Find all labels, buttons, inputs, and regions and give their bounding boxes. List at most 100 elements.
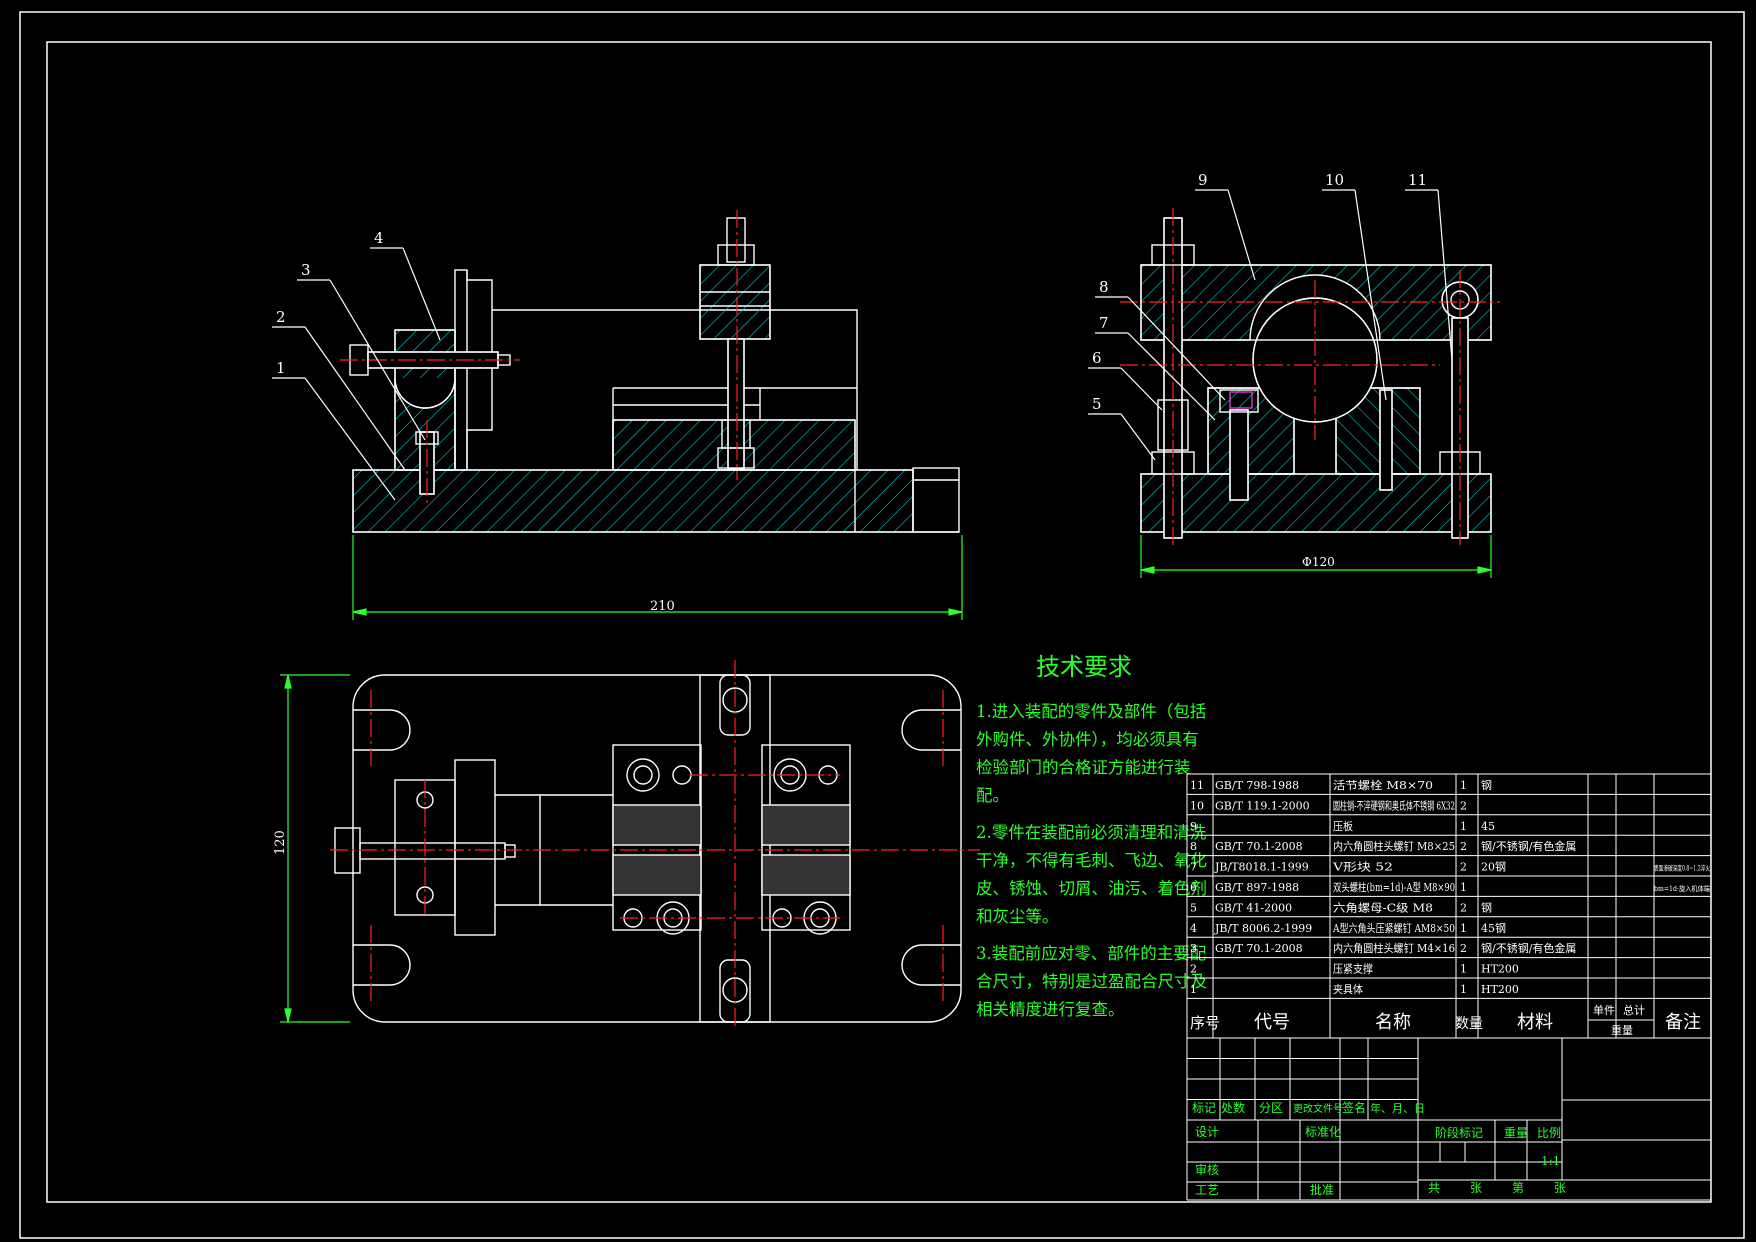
front-view [349, 217, 960, 533]
tech-req-line: 1.进入装配的零件及部件（包括 [976, 702, 1206, 721]
bom-cell-note: bm=1d-旋入机体端 [1654, 884, 1710, 893]
bom-header-mat: 材料 [1517, 1012, 1553, 1033]
tb-design: 设计 [1195, 1125, 1219, 1139]
tb-scale-value: 1:1 [1541, 1154, 1560, 1168]
bom-cell-no: 3 [1190, 942, 1197, 955]
bom-header-code: 代号 [1254, 1012, 1290, 1033]
bom-cell-name: 双头螺柱(bm=1d)-A型 M8×90 [1333, 880, 1455, 894]
bom-cell-qty: 2 [1460, 901, 1467, 914]
bom-cell-qty: 2 [1460, 799, 1467, 812]
bom-cell-mat: HT200 [1481, 983, 1519, 996]
bom-cell-mat: 45钢 [1481, 922, 1506, 935]
bom-cell-code: GB/T 70.1-2008 [1215, 840, 1303, 853]
tech-req-line: 3.装配前应对零、部件的主要配 [976, 944, 1206, 963]
bom-header-no: 序号 [1190, 1014, 1220, 1032]
top-centerlines [330, 660, 980, 1030]
bom-cell-qty: 1 [1460, 820, 1467, 833]
bom-cell-mat: 钢 [1481, 779, 1492, 792]
tech-req-line: 皮、锈蚀、切屑、油污、着色剂 [976, 879, 1207, 898]
tb-weight: 重量 [1504, 1126, 1528, 1140]
bom-cell-name: 内六角圆柱头螺钉 M4×16 [1333, 941, 1455, 955]
tb-sheet-unit1: 张 [1470, 1181, 1482, 1195]
tech-req-line: 配。 [976, 786, 1009, 805]
bom-cell-no: 10 [1190, 799, 1204, 812]
bom-cell-no: 6 [1190, 881, 1197, 894]
bom-cell-mat: 钢/不锈钢/有色金属 [1481, 941, 1576, 955]
tb-review: 审核 [1195, 1162, 1219, 1177]
bom-cell-name: 夹具体 [1333, 982, 1363, 996]
front-length-dim: 210 [650, 599, 675, 614]
front-centerlines [340, 210, 738, 505]
inner-frame [46, 41, 1712, 1203]
bom-cell-no: 5 [1190, 901, 1197, 914]
tb-change-doc: 更改文件号 [1293, 1102, 1343, 1115]
tech-req-line: 干净，不得有毛刺、飞边、氧化 [976, 851, 1207, 870]
bom-cell-code: GB/T 119.1-2000 [1215, 799, 1310, 812]
top-dimension [280, 674, 350, 1023]
side-view [1140, 217, 1492, 539]
tech-req-line: 相关精度进行复查。 [976, 1000, 1125, 1019]
tech-req-line: 和灰尘等。 [976, 907, 1059, 926]
bom-cell-name: 圆柱销-不淬硬钢和奥氏体不锈钢 6X32 [1333, 798, 1455, 812]
tb-mark: 标记 [1192, 1101, 1216, 1115]
side-balloons [1088, 189, 1453, 461]
bom-cell-no: 11 [1190, 779, 1204, 792]
bom-cell-no: 8 [1190, 840, 1197, 853]
bom-cell-no: 9 [1190, 820, 1197, 833]
bom-cell-name: V形块 52 [1332, 861, 1393, 874]
bom-cell-no: 4 [1190, 922, 1197, 935]
bom-cell-code: GB/T 70.1-2008 [1215, 942, 1303, 955]
tb-stage: 阶段标记 [1435, 1125, 1483, 1140]
balloon-4: 4 [374, 229, 384, 247]
bom-header-weight: 重量 [1611, 1023, 1633, 1037]
tb-scale: 比例 [1537, 1126, 1561, 1140]
screw-head-mark [1229, 391, 1253, 409]
bom-cell-qty: 1 [1460, 779, 1467, 792]
balloon-8: 8 [1099, 278, 1109, 296]
balloon-3: 3 [301, 261, 311, 279]
balloon-9: 9 [1198, 171, 1208, 189]
title-block: 标记 处数 分区 更改文件号 签名 年、月、日 设计 标准化 审核 工艺 批准 … [1192, 1100, 1566, 1197]
bom-cell-qty: 1 [1460, 983, 1467, 996]
bom-cell-note: 表面渗碳深度0.8~1.2淬火 [1654, 864, 1710, 873]
tb-standard: 标准化 [1305, 1125, 1341, 1139]
bom-cell-mat: 钢/不锈钢/有色金属 [1481, 839, 1576, 853]
balloon-2: 2 [276, 308, 286, 326]
tb-zone: 分区 [1259, 1101, 1283, 1115]
balloon-10: 10 [1325, 171, 1344, 189]
tb-count: 处数 [1221, 1100, 1245, 1115]
bom-header-qty: 数量 [1455, 1016, 1483, 1032]
bom-cell-name: 压板 [1333, 819, 1353, 833]
bom-cell-qty: 1 [1460, 963, 1467, 976]
balloon-5: 5 [1092, 395, 1102, 413]
tech-req-line: 检验部门的合格证方能进行装 [976, 758, 1191, 777]
bom-cell-qty: 2 [1460, 861, 1467, 874]
bom-cell-name: 压紧支撑 [1333, 962, 1373, 976]
bom-cell-mat: 45 [1481, 820, 1495, 833]
outer-frame [19, 11, 1745, 1239]
balloon-1: 1 [276, 359, 286, 377]
bom-cell-code: JB/T8018.1-1999 [1214, 861, 1309, 874]
side-centerlines [1120, 208, 1500, 545]
top-view [334, 674, 962, 1023]
side-dimension [1140, 535, 1492, 578]
bom-cell-code: GB/T 798-1988 [1215, 779, 1299, 792]
tb-sheet-no: 第 [1512, 1181, 1524, 1195]
bom-cell-qty: 2 [1460, 942, 1467, 955]
tb-date: 年、月、日 [1370, 1101, 1425, 1115]
tech-req-line: 2.零件在装配前必须清理和清洗 [976, 823, 1207, 842]
bom-cell-name: 活节螺栓 M8×70 [1333, 778, 1433, 792]
balloon-7: 7 [1099, 314, 1109, 332]
bom-cell-mat: 钢 [1481, 901, 1492, 914]
tb-process: 工艺 [1195, 1183, 1219, 1197]
side-width-dim: Φ120 [1302, 555, 1335, 569]
tech-req-lines: 1.进入装配的零件及部件（包括 外购件、外协件），均必须具有 检验部门的合格证方… [976, 702, 1207, 1019]
tech-req-title: 技术要求 [1036, 653, 1132, 681]
tb-sheet-unit2: 张 [1554, 1181, 1566, 1195]
bom-cell-qty: 1 [1460, 922, 1467, 935]
bom-cell-mat: HT200 [1481, 963, 1519, 976]
bom-header-unit: 单件 [1593, 1004, 1615, 1017]
bom-cell-no: 2 [1190, 963, 1197, 976]
bom-cell-code: JB/T 8006.2-1999 [1214, 922, 1312, 935]
